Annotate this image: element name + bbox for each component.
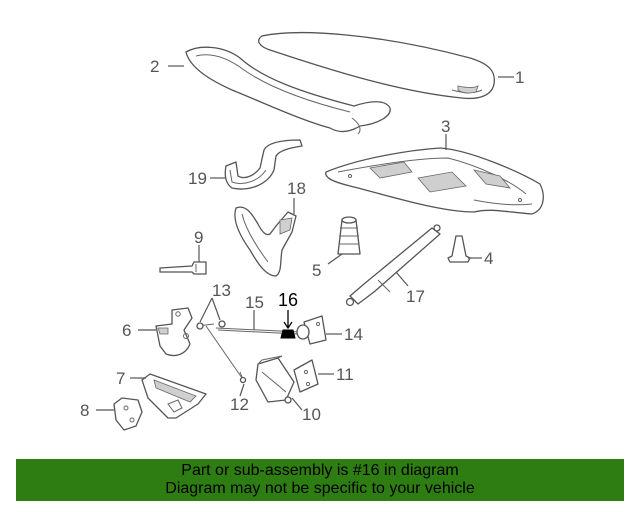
part-10-actuator (255, 355, 295, 404)
leader-13b (211, 297, 221, 321)
label-14: 14 (344, 325, 363, 344)
part-7-handle-housing (141, 373, 207, 419)
label-11: 11 (336, 365, 354, 384)
label-13: 13 (212, 281, 231, 300)
label-9: 9 (194, 228, 203, 247)
label-5: 5 (312, 261, 321, 280)
part-2-spoiler-base (185, 46, 391, 135)
part-18-hinge-arm (234, 206, 297, 277)
part-5-bumper-stop (337, 216, 361, 255)
label-10: 10 (302, 405, 321, 424)
label-8: 8 (80, 401, 89, 420)
part-13-rod (196, 320, 243, 379)
part-19-hinge (224, 139, 303, 190)
label-3: 3 (441, 117, 450, 136)
label-19: 19 (188, 169, 207, 188)
fitment-banner: Part or sub-assembly is #16 in diagram D… (16, 459, 624, 501)
label-7: 7 (116, 369, 125, 388)
part-4-push-pin (447, 235, 471, 263)
part-17-gas-strut (345, 224, 441, 307)
part-16-grommet (280, 329, 296, 339)
label-18: 18 (287, 179, 306, 198)
label-16: 16 (278, 290, 298, 310)
leader-13a (199, 297, 213, 323)
part-14-lock-cylinder (296, 315, 327, 345)
leader-16-arrow (283, 321, 293, 330)
part-8-bracket (113, 397, 143, 431)
part-9-striker (159, 261, 207, 275)
leader-12 (239, 383, 245, 397)
banner-line-2: Diagram may not be specific to your vehi… (165, 480, 475, 497)
label-2: 2 (150, 57, 159, 76)
label-4: 4 (484, 249, 493, 268)
leader-17 (395, 271, 409, 287)
label-1: 1 (515, 68, 524, 87)
banner-line-1: Part or sub-assembly is #16 in diagram (181, 462, 459, 479)
label-12: 12 (230, 395, 249, 414)
part-12-rod-end (239, 371, 247, 384)
part-6-latch (155, 307, 193, 357)
leader-5 (327, 253, 343, 265)
part-11-bracket (293, 359, 319, 393)
label-17: 17 (406, 287, 425, 306)
part-3-trunk-lid (325, 147, 544, 215)
label-15: 15 (245, 293, 264, 312)
leader-10 (291, 397, 303, 411)
label-6: 6 (122, 321, 131, 340)
part-1-spoiler (258, 32, 496, 100)
parts-diagram: 1 2 3 19 18 9 (80, 32, 544, 431)
